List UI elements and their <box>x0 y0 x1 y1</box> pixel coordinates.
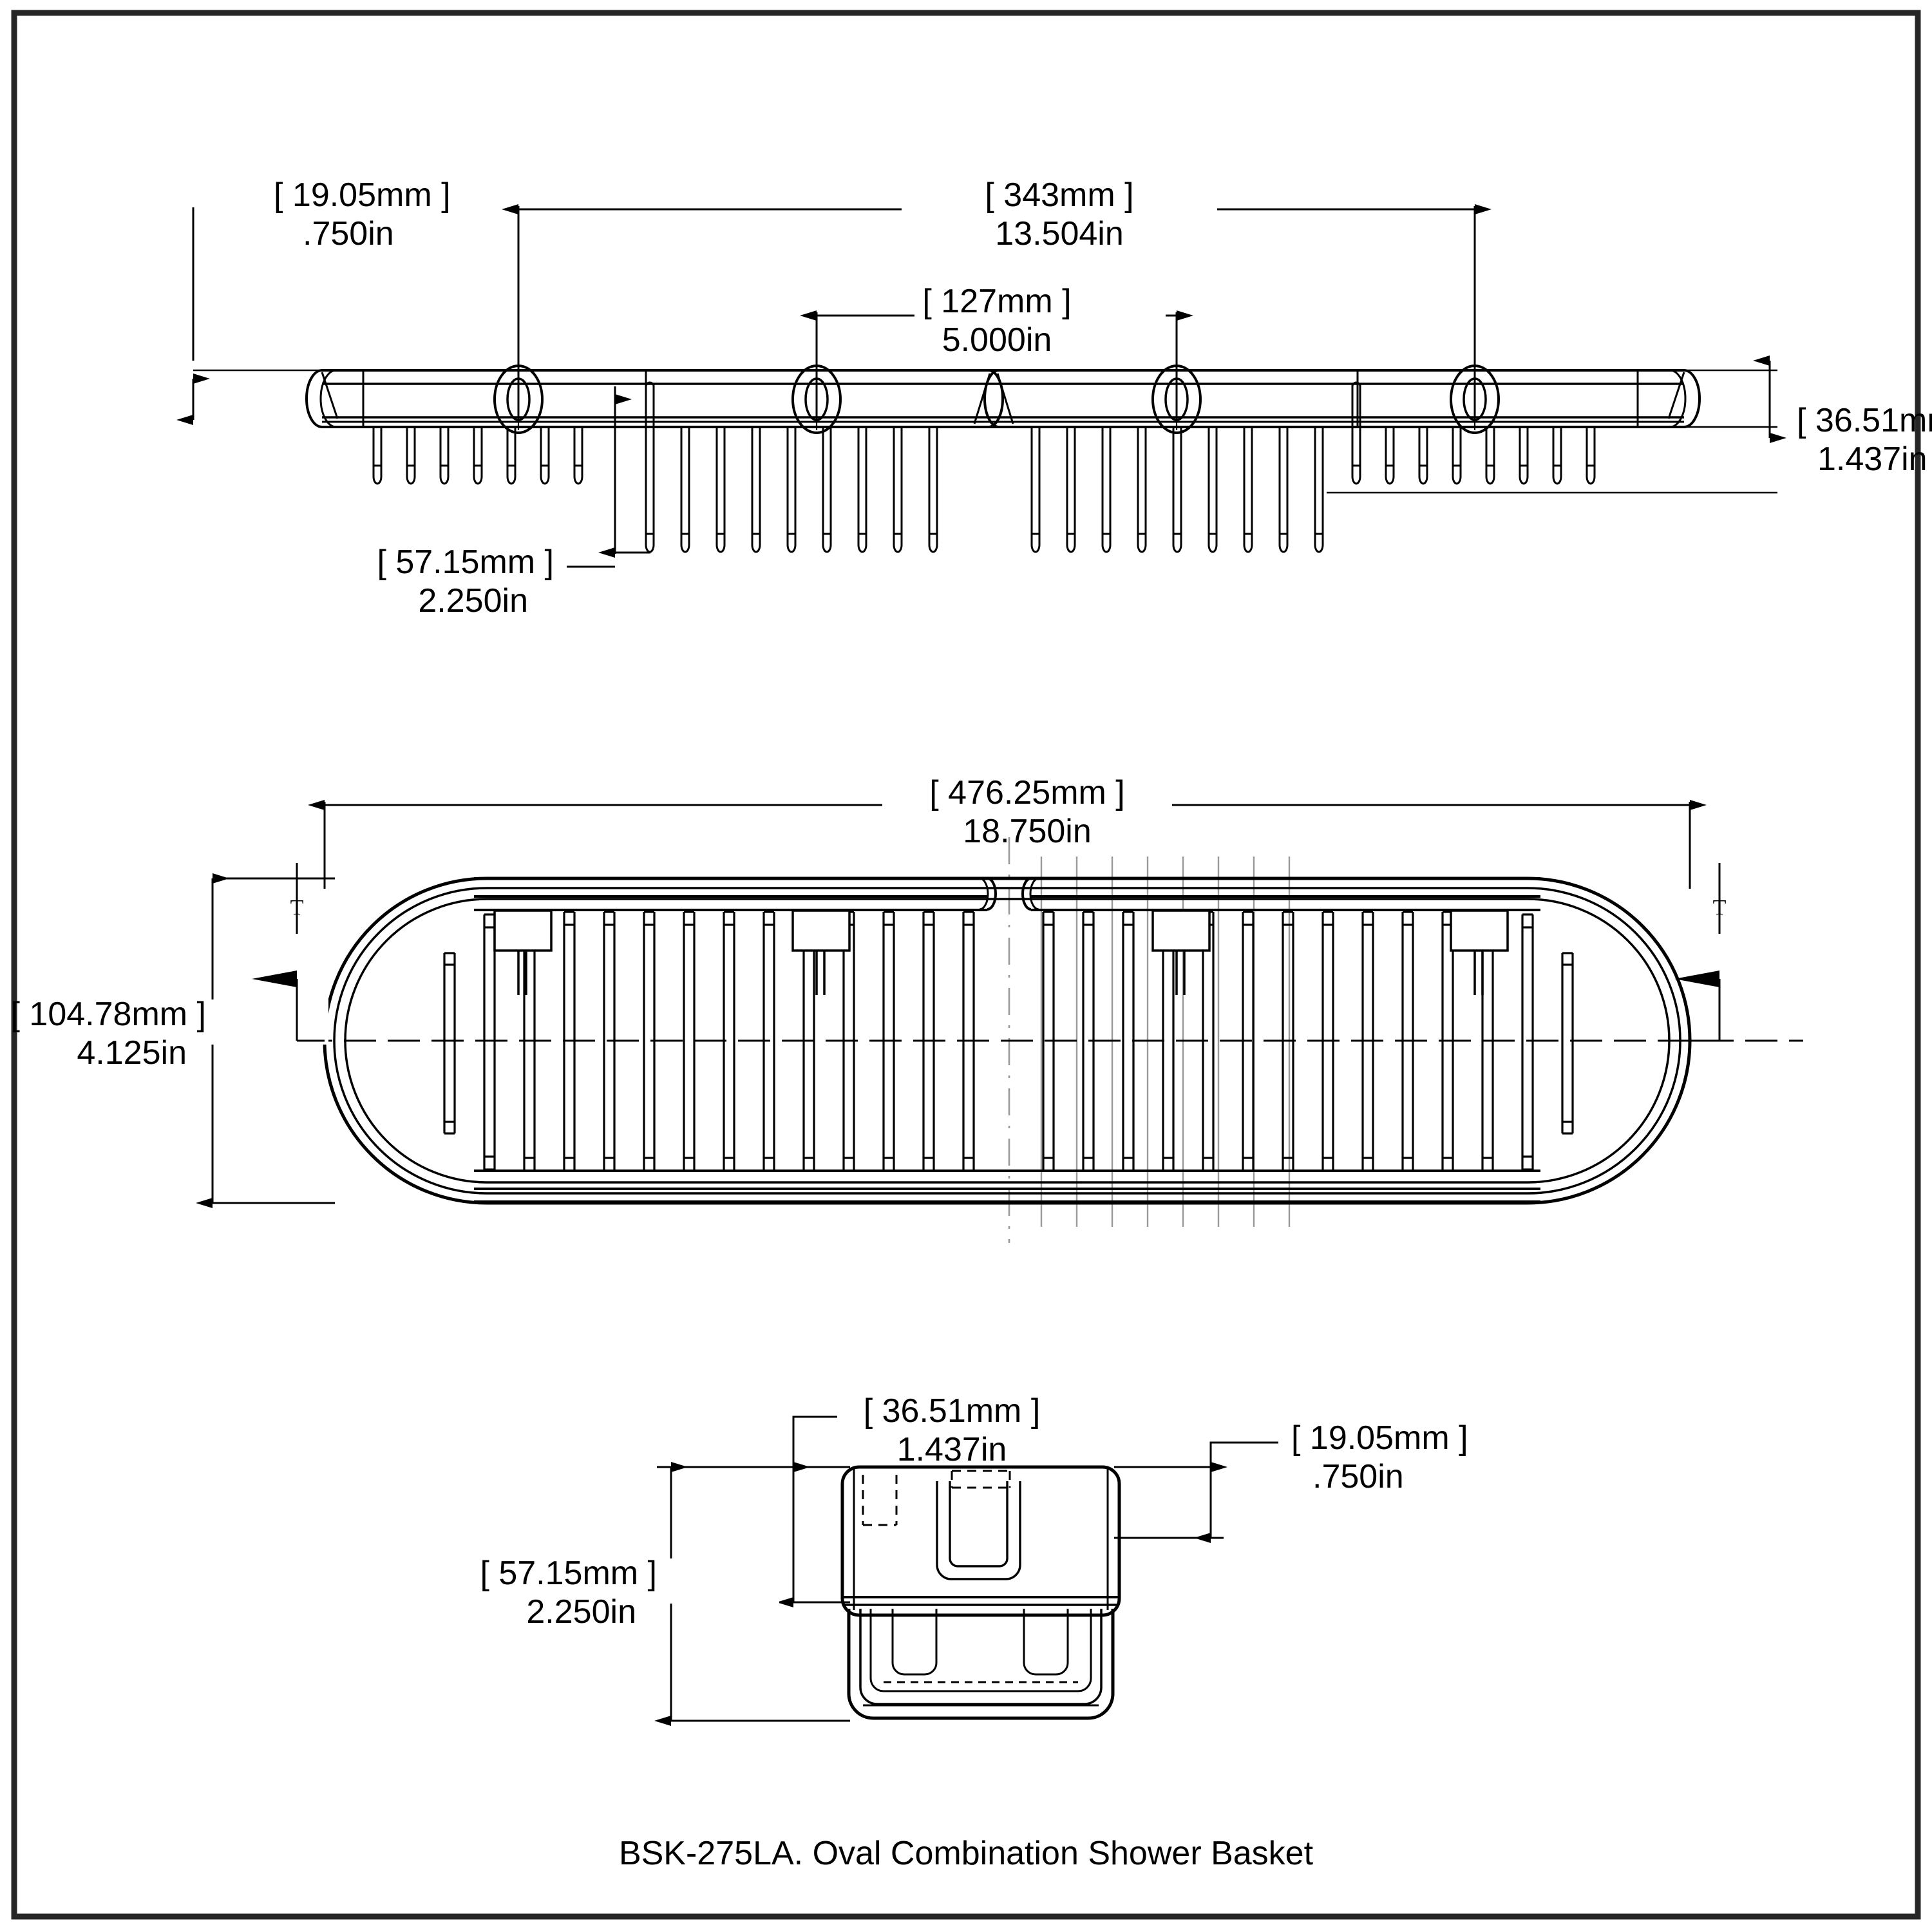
prong <box>1172 428 1182 553</box>
prong <box>715 428 726 553</box>
side-upper-body <box>840 1465 1121 1617</box>
dim-d9-in: .750in <box>1312 1458 1404 1495</box>
plan-mounting-tabs <box>493 909 1509 995</box>
dim-d1-in: .750in <box>303 215 394 252</box>
prong <box>540 428 550 485</box>
prong <box>680 428 690 553</box>
dim-d1-mm: [ 19.05mm ] <box>274 176 451 214</box>
plan-view-dimensions: [ 476.25mm ] 18.750in [ 104.78mm ] 4.125… <box>11 774 1727 1208</box>
side-hidden-lines <box>862 1470 1011 1526</box>
dim-d2-mm: [ 343mm ] <box>985 176 1133 214</box>
prong <box>1208 428 1218 553</box>
section-mark-left: T <box>252 863 325 1042</box>
slat <box>443 952 456 1135</box>
side-view-dimensions: [ 36.51mm ] 1.437in [ 19.05mm ] .750in [… <box>480 1392 1468 1726</box>
prong <box>1278 428 1289 553</box>
mounting-tab <box>1450 909 1509 995</box>
dim-d6-in: 18.750in <box>963 813 1092 850</box>
prong <box>893 428 903 553</box>
drawing-title: BSK-275LA. Oval Combination Shower Baske… <box>619 1835 1314 1872</box>
dim-d9-mm: [ 19.05mm ] <box>1291 1419 1468 1457</box>
prong <box>1137 428 1147 553</box>
prong <box>1586 428 1596 485</box>
side-section-view <box>840 1465 1121 1720</box>
mounting-tab <box>1151 909 1211 995</box>
prong <box>1314 428 1324 553</box>
mounting-tab <box>493 909 553 995</box>
prong <box>1101 428 1112 553</box>
front-elevation-view <box>193 365 1777 553</box>
slat <box>483 913 496 1171</box>
side-inner-loop <box>936 1481 1021 1580</box>
slat <box>1561 952 1574 1135</box>
dim-d5-mm: [ 57.15mm ] <box>377 544 554 581</box>
front-view-dimensions: [ 19.05mm ] .750in [ 343mm ] 13.504in [ … <box>176 176 1932 620</box>
dim-d2-in: 13.504in <box>995 215 1124 252</box>
dim-d3-in: 5.000in <box>942 321 1052 359</box>
dim-d3-mm: [ 127mm ] <box>922 283 1071 320</box>
prong <box>473 428 483 485</box>
front-long-prongs-center <box>645 428 1324 553</box>
dim-d9-leader <box>1209 1441 1278 1501</box>
slat <box>1122 911 1135 1172</box>
prong <box>751 428 761 553</box>
prong <box>372 428 383 485</box>
plan-center-break <box>979 877 1039 911</box>
section-mark-left-label: T <box>290 896 304 920</box>
prong <box>1452 428 1462 485</box>
dim-d5-in: 2.250in <box>418 582 528 620</box>
prong <box>645 428 655 553</box>
prong <box>1030 428 1041 553</box>
slat <box>683 911 696 1172</box>
prong <box>1385 428 1395 485</box>
dim-d8-in: 1.437in <box>897 1431 1007 1468</box>
front-vertical-posts <box>645 381 1361 428</box>
dim-d8-mm: [ 36.51mm ] <box>864 1392 1041 1430</box>
prong <box>786 428 797 553</box>
dim-d10-mm: [ 57.15mm ] <box>480 1555 657 1592</box>
top-plan-view <box>213 837 1803 1243</box>
prong <box>822 428 832 553</box>
prong <box>1351 428 1361 485</box>
prong <box>406 428 416 485</box>
side-lower-basket <box>847 1609 1115 1720</box>
dim-d6-mm: [ 476.25mm ] <box>929 774 1124 811</box>
mounting-tab <box>791 909 851 995</box>
prong <box>573 428 583 485</box>
prong <box>1418 428 1428 485</box>
prong <box>1066 428 1076 553</box>
prong <box>1552 428 1562 485</box>
prong <box>857 428 867 553</box>
section-mark-right-label: T <box>1713 896 1727 920</box>
front-short-prongs-right <box>1351 428 1596 485</box>
dim-d7-mm: [ 104.78mm ] <box>11 996 206 1033</box>
prong <box>1485 428 1495 485</box>
prong <box>928 428 938 553</box>
dim-d4-mm: [ 36.51mm ] <box>1797 402 1932 439</box>
prong <box>506 428 516 485</box>
front-short-prongs-left <box>372 428 583 485</box>
prong <box>439 428 450 485</box>
dim-d7-in: 4.125in <box>77 1034 187 1072</box>
section-mark-right: T <box>1674 863 1727 1042</box>
slat <box>1521 913 1534 1171</box>
prong <box>1519 428 1529 485</box>
sheet-border <box>11 10 1921 1920</box>
dim-d4-in: 1.437in <box>1817 440 1927 478</box>
prong <box>1243 428 1253 553</box>
dim-d10-in: 2.250in <box>526 1593 636 1631</box>
